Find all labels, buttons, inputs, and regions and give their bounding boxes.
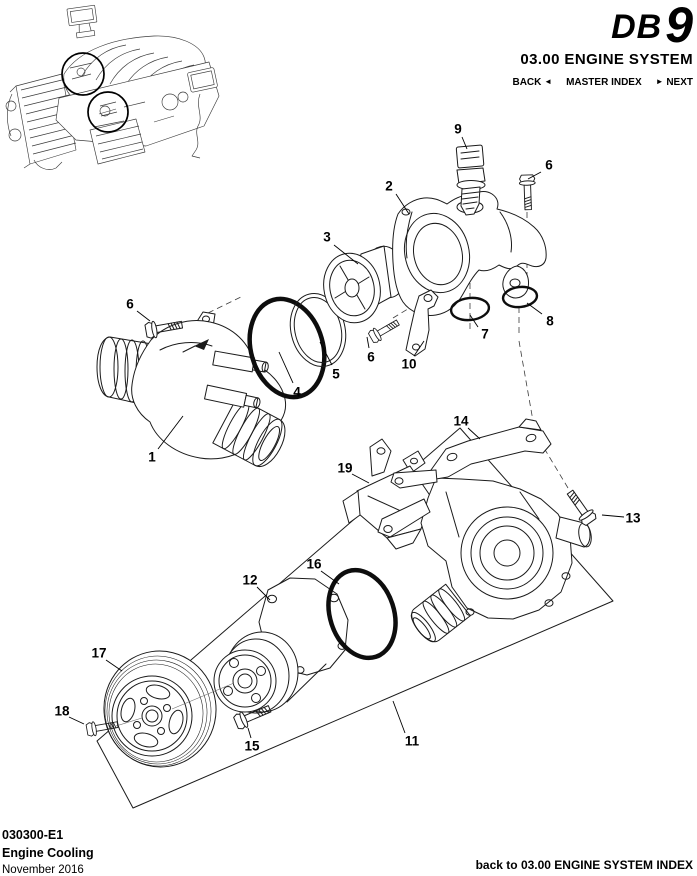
doc-code: 030300-E1 xyxy=(2,828,64,842)
callout-label-2: 2 xyxy=(385,179,393,194)
callout-label-9: 9 xyxy=(454,122,462,137)
part-1-thermostat-housing xyxy=(96,311,287,467)
next-arrow-icon[interactable]: ► xyxy=(655,77,664,86)
callout-leader-3 xyxy=(333,244,359,265)
callout-label-6: 6 xyxy=(367,350,375,365)
callout-label-19: 19 xyxy=(337,461,352,476)
callout-leader-2 xyxy=(395,193,410,215)
callout-leader-16 xyxy=(320,570,340,585)
part-12-water-pump xyxy=(213,577,349,714)
callout-label-17: 17 xyxy=(91,646,106,661)
part-6-bolt xyxy=(367,315,402,345)
part-4-o-ring xyxy=(247,296,327,400)
callout-leader-15 xyxy=(247,727,252,739)
nav-next-link[interactable]: NEXT xyxy=(666,77,693,88)
part-7-o-ring xyxy=(449,296,491,322)
part-14-water-pump-housing xyxy=(377,418,592,643)
callout-leader-10 xyxy=(413,340,425,357)
part-5-seal-ring xyxy=(289,293,347,367)
logo-db-text: DB xyxy=(611,8,663,46)
callout-label-6: 6 xyxy=(126,297,134,312)
callout-label-4: 4 xyxy=(293,385,301,400)
back-arrow-icon[interactable]: ◄ xyxy=(544,77,553,86)
callout-label-7: 7 xyxy=(481,327,489,342)
callout-leader-9 xyxy=(461,136,468,150)
callout-leader-8 xyxy=(526,302,543,315)
back-to-index-link[interactable]: back to 03.00 ENGINE SYSTEM INDEX xyxy=(475,858,693,872)
thumbnail-highlight-circle-2 xyxy=(87,91,129,133)
callout-leader-1 xyxy=(157,415,184,450)
logo-9-text: 9 xyxy=(665,0,693,53)
exploded-diagram xyxy=(85,144,614,809)
callout-label-14: 14 xyxy=(453,414,469,429)
part-10-bracket xyxy=(405,289,439,357)
callout-leader-13 xyxy=(601,514,625,518)
callout-label-6: 6 xyxy=(545,158,553,173)
doc-title: Engine Cooling xyxy=(2,846,94,861)
callout-label-13: 13 xyxy=(625,511,641,526)
callout-leader-18 xyxy=(68,716,85,725)
engine-overview-thumbnail xyxy=(5,4,220,170)
callout-leader-4 xyxy=(278,351,294,384)
callout-leader-17 xyxy=(105,659,123,672)
callout-label-11: 11 xyxy=(405,734,420,749)
callout-leader-6 xyxy=(136,310,151,322)
part-6-bolt xyxy=(518,174,537,211)
nav-master-index-link[interactable]: MASTER INDEX xyxy=(566,77,642,88)
callout-leader-6 xyxy=(527,171,542,180)
nav-bar: BACK ◄ MASTER INDEX ► NEXT xyxy=(512,77,693,88)
callout-leader-11 xyxy=(392,700,406,734)
callout-label-10: 10 xyxy=(401,357,416,372)
thumbnail-highlight-circle-1 xyxy=(61,52,105,96)
callout-leader-5 xyxy=(319,341,333,366)
doc-date: November 2016 xyxy=(2,864,84,876)
callout-label-1: 1 xyxy=(148,450,156,465)
callout-leader-19 xyxy=(351,473,370,484)
nav-back-link[interactable]: BACK xyxy=(512,77,542,88)
part-16-o-ring xyxy=(326,567,398,661)
callout-label-18: 18 xyxy=(54,704,70,719)
part-8-o-ring xyxy=(501,285,539,309)
callout-label-3: 3 xyxy=(323,230,331,245)
callout-leader-12 xyxy=(256,586,271,601)
callout-leader-14 xyxy=(467,427,481,440)
callout-leader-6 xyxy=(366,336,370,349)
footer-left: 030300-E1 Engine Cooling November 2016 xyxy=(2,826,94,876)
callout-label-8: 8 xyxy=(546,314,554,329)
callout-label-16: 16 xyxy=(306,557,322,572)
callout-label-15: 15 xyxy=(244,739,260,754)
callout-leader-7 xyxy=(469,314,479,328)
part-9-temperature-sensor xyxy=(455,144,486,216)
section-title: 03.00 ENGINE SYSTEM xyxy=(520,51,693,68)
callout-label-12: 12 xyxy=(242,573,257,588)
callout-label-5: 5 xyxy=(332,367,340,382)
page-header: DB9 03.00 ENGINE SYSTEM BACK ◄ MASTER IND… xyxy=(512,0,693,88)
db9-logo: DB9 xyxy=(512,0,693,50)
part-17-pulley xyxy=(103,650,217,768)
